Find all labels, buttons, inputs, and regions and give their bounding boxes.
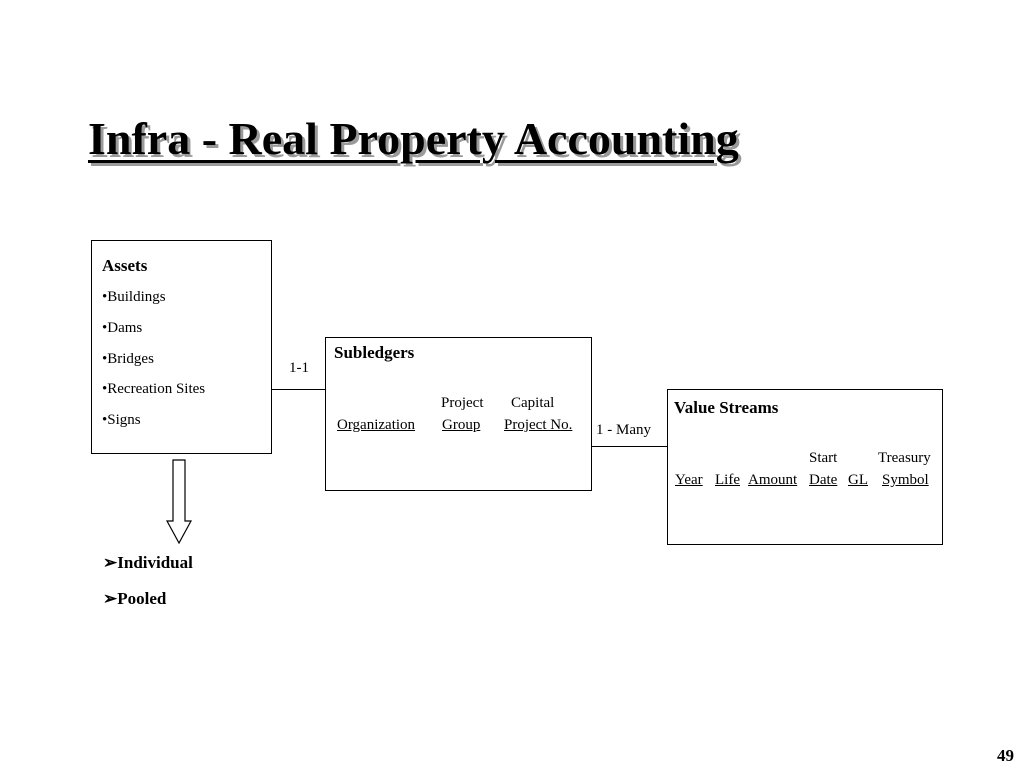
connector-assets-subledgers — [272, 389, 325, 390]
connector-label-one-to-one: 1-1 — [289, 360, 309, 376]
value-streams-box: Value Streams Start Treasury Year Life A… — [667, 389, 943, 545]
value-streams-col-amount: Amount — [748, 472, 798, 488]
value-streams-col-date: Date — [809, 472, 838, 488]
arrowhead-bullet-icon: ➢ — [103, 589, 118, 608]
assets-item-signs: •Signs — [102, 412, 141, 428]
value-streams-col-symbol: Symbol — [882, 472, 929, 488]
down-arrow-icon — [166, 459, 192, 545]
assets-item-dams: •Dams — [102, 320, 143, 336]
subledgers-col-group: Group — [442, 417, 481, 433]
assets-item-buildings: •Buildings — [102, 289, 166, 305]
connector-label-one-to-many: 1 - Many — [596, 422, 651, 438]
subledgers-col-project-no: Project No. — [504, 417, 573, 433]
option-pooled: ➢Pooled — [103, 589, 166, 609]
subledgers-header-project: Project — [441, 395, 484, 411]
option-pooled-label: Pooled — [117, 589, 167, 608]
value-streams-header-start: Start — [809, 450, 838, 466]
subledgers-header-capital: Capital — [511, 395, 555, 411]
subledgers-col-organization: Organization — [337, 417, 416, 433]
assets-title: Assets — [102, 256, 148, 275]
connector-subledgers-value-streams — [592, 446, 668, 447]
assets-item-bridges: •Bridges — [102, 351, 154, 367]
value-streams-col-gl: GL — [848, 472, 868, 488]
subledgers-title: Subledgers — [334, 343, 415, 362]
value-streams-col-life: Life — [715, 472, 740, 488]
value-streams-title: Value Streams — [674, 398, 779, 417]
value-streams-col-year: Year — [675, 472, 703, 488]
slide-title: Infra - Real Property Accounting — [88, 113, 739, 164]
assets-item-recreation-sites: •Recreation Sites — [102, 381, 206, 397]
arrowhead-bullet-icon: ➢ — [103, 553, 118, 572]
assets-box: Assets •Buildings •Dams •Bridges •Recrea… — [91, 240, 272, 454]
option-individual: ➢Individual — [103, 553, 193, 573]
option-individual-label: Individual — [117, 553, 193, 572]
subledgers-box: Subledgers Project Capital Organization … — [325, 337, 592, 491]
value-streams-header-treasury: Treasury — [878, 450, 931, 466]
page-number: 49 — [997, 746, 1014, 765]
